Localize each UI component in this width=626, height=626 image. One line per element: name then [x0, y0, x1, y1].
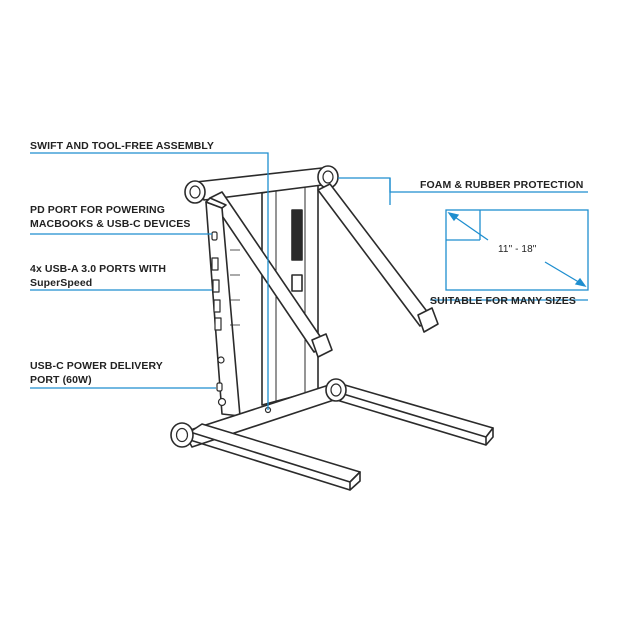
sizes-label: SUITABLE FOR MANY SIZES — [430, 295, 577, 307]
pd-port-label-line1: PD PORT FOR POWERING — [30, 204, 166, 216]
right-support-arm — [317, 183, 433, 327]
left-floor-leg — [189, 423, 361, 483]
pd-port — [211, 231, 218, 241]
usb-a-port-2 — [212, 279, 220, 293]
usb-c-label-line2: PORT (60W) — [30, 374, 92, 386]
right-arm-cap — [417, 307, 439, 333]
size-arrows — [447, 211, 587, 288]
assembly-callout-line — [30, 152, 269, 410]
usb-a-label-line1: 4x USB-A 3.0 PORTS WITH — [30, 263, 167, 275]
laptop-stand-illustration — [170, 165, 494, 491]
pd-port-label-line2: MACBOOKS & USB-C DEVICES — [30, 218, 191, 230]
size-range-box — [445, 209, 589, 291]
assembly-label: SWIFT AND TOOL-FREE ASSEMBLY — [30, 140, 215, 152]
arrow-head-top-left — [447, 211, 460, 222]
brand-plate — [291, 209, 303, 261]
right-floor-leg-end — [485, 427, 494, 446]
left-arm-cap — [311, 333, 333, 358]
usb-c-label-line1: USB-C POWER DELIVERY — [30, 360, 163, 372]
usb-a-port-4 — [214, 317, 222, 331]
usb-c-port — [216, 382, 223, 392]
left-floor-leg-end — [349, 471, 361, 491]
usb-a-port-3 — [213, 299, 221, 313]
arrow-head-bottom-right — [574, 277, 587, 288]
foam-label: FOAM & RUBBER PROTECTION — [420, 179, 584, 191]
model-plate — [291, 274, 303, 292]
size-range-label: 11" - 18" — [498, 244, 537, 255]
callout-lines — [30, 152, 589, 410]
right-floor-leg — [329, 382, 494, 438]
usb-a-port-1 — [211, 257, 219, 271]
usb-a-label-line2: SuperSpeed — [30, 277, 93, 289]
